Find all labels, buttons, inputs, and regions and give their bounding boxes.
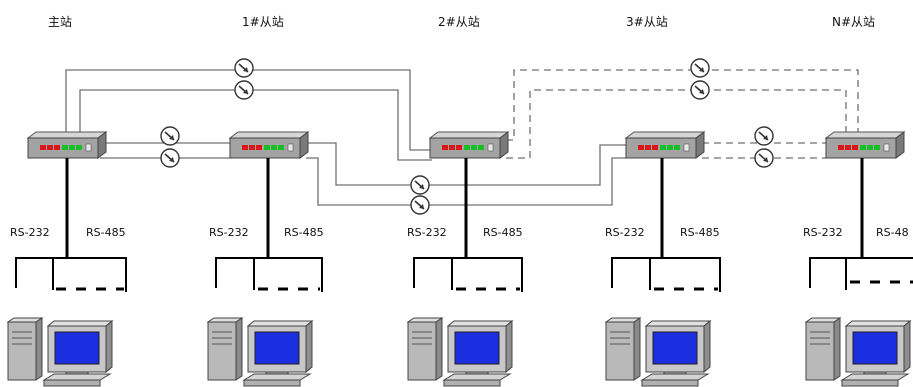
fiber-connector-icon <box>754 148 774 168</box>
fiber-modem-icon <box>27 131 107 159</box>
station-label-master: 主站 <box>48 15 72 29</box>
station-label-slave-n: N#从站 <box>832 15 875 29</box>
fiber-connector-icon <box>160 126 180 146</box>
computer-icon <box>805 317 911 387</box>
computer-icon <box>7 317 113 387</box>
computer-icon <box>407 317 513 387</box>
fiber-links-solid <box>65 69 626 206</box>
bus-structures <box>15 158 913 292</box>
computer-icon <box>605 317 711 387</box>
fiber-connector-icon <box>234 80 254 100</box>
computer-icon <box>207 317 313 387</box>
fiber-modem-icon <box>229 131 309 159</box>
fiber-connector-icon <box>690 80 710 100</box>
rs232-label: RS-232 <box>407 226 447 239</box>
fiber-connector-icon <box>234 58 254 78</box>
fiber-connector-icon <box>410 195 430 215</box>
rs232-label: RS-232 <box>209 226 249 239</box>
rs232-label: RS-232 <box>605 226 645 239</box>
rs485-label: RS-485 <box>86 226 126 239</box>
rs232-label: RS-232 <box>10 226 50 239</box>
fiber-connector-icon <box>160 148 180 168</box>
fiber-connector-icon <box>754 126 774 146</box>
fiber-modem-icon <box>625 131 705 159</box>
rs232-label: RS-232 <box>803 226 843 239</box>
fiber-modem-icon <box>429 131 509 159</box>
rs485-label: RS-485 <box>284 226 324 239</box>
rs485-label: RS-485 <box>483 226 523 239</box>
rs485-label: RS-48 <box>876 226 909 239</box>
fiber-modem-icon <box>825 131 905 159</box>
station-label-slave-3: 3#从站 <box>626 15 668 29</box>
rs485-label: RS-485 <box>680 226 720 239</box>
fiber-connector-icon <box>410 175 430 195</box>
fiber-connector-icon <box>690 58 710 78</box>
station-label-slave-2: 2#从站 <box>438 15 480 29</box>
station-label-slave-1: 1#从站 <box>242 15 284 29</box>
computers <box>7 317 911 387</box>
port-labels: RS-232 RS-485 RS-232 RS-485 RS-232 RS-48… <box>10 226 909 239</box>
